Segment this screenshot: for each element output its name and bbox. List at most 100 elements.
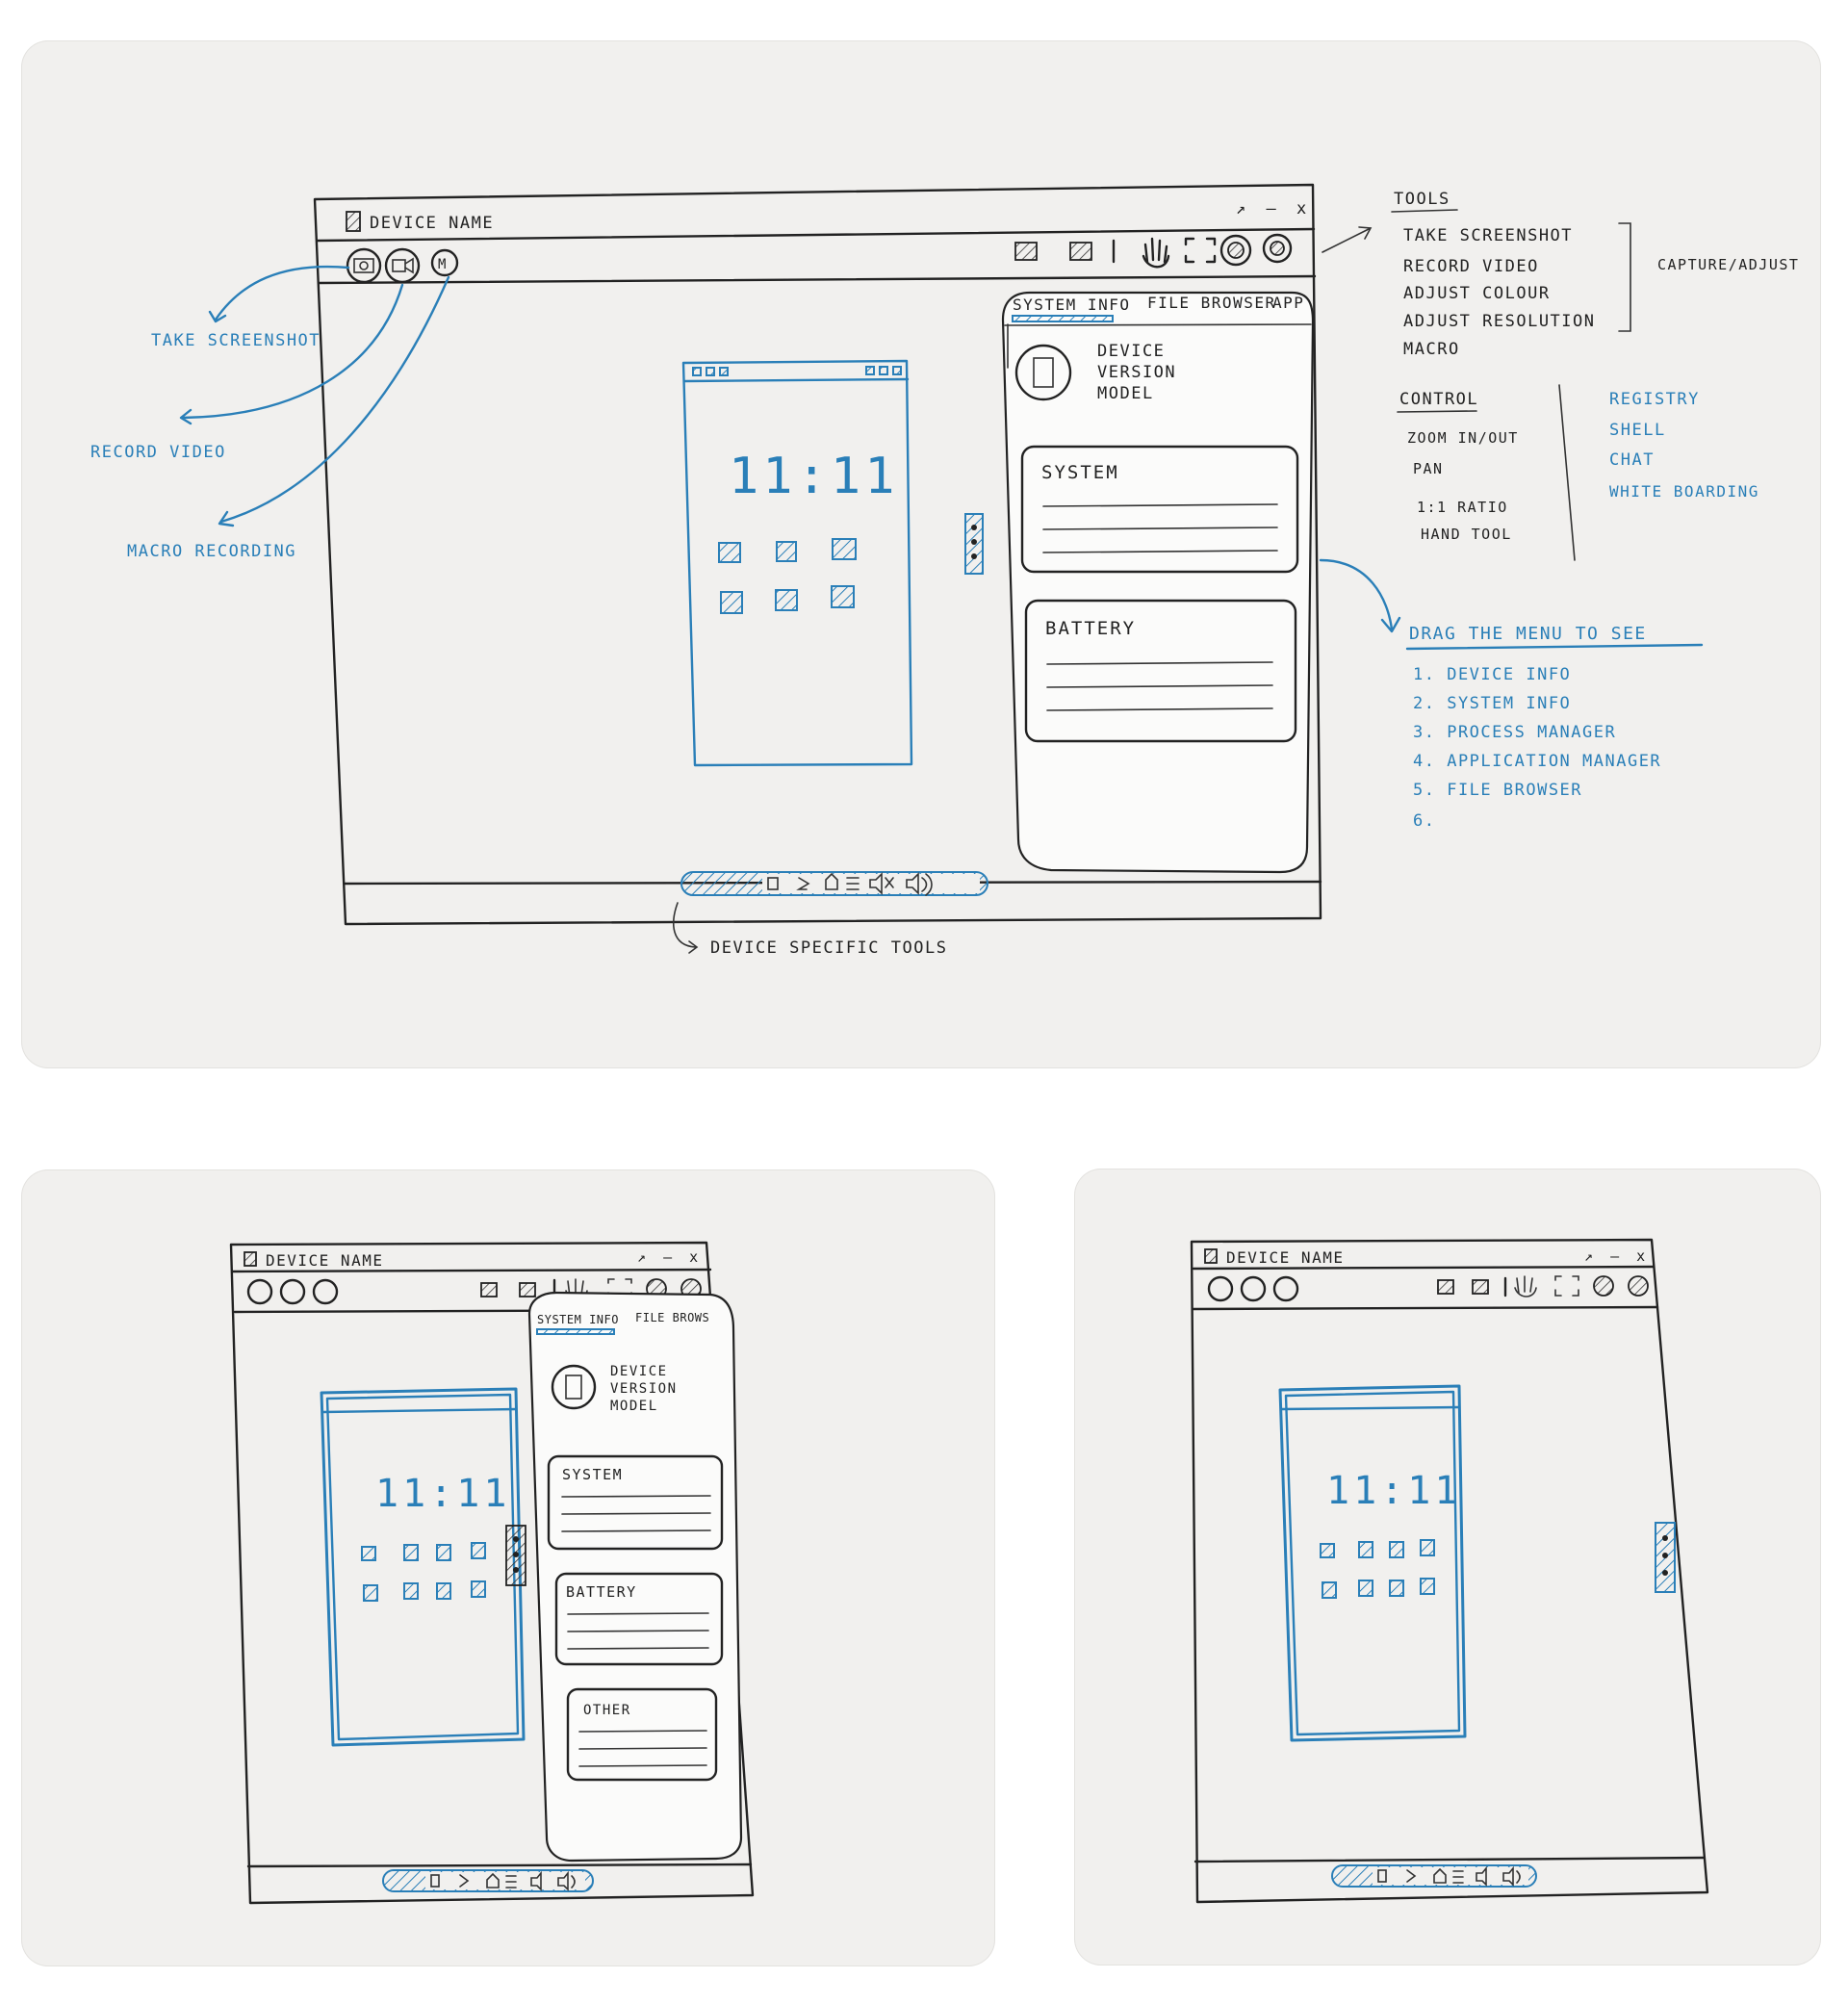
tab-file-browser[interactable]: FILE BROWS [635, 1311, 709, 1324]
hand-tool-icon[interactable] [1514, 1275, 1537, 1297]
device-specific-tools-bar[interactable] [1331, 1864, 1537, 1888]
app-icon[interactable] [775, 589, 798, 611]
app-icon[interactable] [776, 541, 797, 562]
app-icon[interactable] [1320, 1543, 1335, 1558]
device-avatar [1014, 344, 1072, 401]
screenshot-button[interactable] [346, 247, 382, 284]
system-card[interactable]: SYSTEM [1020, 445, 1299, 574]
window-title: DEVICE NAME [1226, 1248, 1344, 1267]
panel-drag-handle[interactable] [964, 513, 984, 575]
battery-card[interactable]: BATTERY [1024, 599, 1297, 743]
app-icon[interactable] [1358, 1580, 1373, 1597]
panel-drag-handle[interactable] [505, 1525, 526, 1586]
control-item: PAN [1413, 460, 1444, 477]
app-icon[interactable] [436, 1544, 451, 1561]
rotate-icon [1406, 1869, 1417, 1883]
maximize-icon: ↗ [637, 1248, 648, 1266]
drag-item: 4. APPLICATION MANAGER [1413, 752, 1661, 771]
adjust-colour-icon[interactable] [1437, 1279, 1454, 1295]
app-icon[interactable] [403, 1544, 419, 1561]
phone-clock: 11:11 [1326, 1469, 1461, 1513]
app-icon[interactable] [1420, 1578, 1435, 1595]
sketch-photo-top: DEVICE NAME ↗ – x M [21, 40, 1821, 1068]
app-icon[interactable] [1389, 1580, 1404, 1597]
record-video-button[interactable] [384, 247, 421, 284]
tool-item: ADJUST COLOUR [1403, 284, 1551, 303]
window-frame [1190, 1238, 1709, 1904]
window-title: DEVICE NAME [266, 1251, 383, 1270]
app-icon[interactable] [1322, 1581, 1337, 1599]
app-icon[interactable] [471, 1542, 486, 1559]
sketch-photo-bottom-left: DEVICE NAME ↗ – x 11:11 SYSTEM INFO FILE… [21, 1169, 995, 1966]
adjust-resolution-icon[interactable] [1472, 1279, 1489, 1295]
app-icon[interactable] [403, 1582, 419, 1600]
app-icon[interactable] [363, 1584, 378, 1602]
system-card[interactable]: SYSTEM [547, 1454, 724, 1551]
battery-card[interactable]: BATTERY [554, 1572, 724, 1666]
volume-icon [1502, 1865, 1521, 1887]
settings-icon[interactable] [1628, 1275, 1649, 1297]
app-icon[interactable] [1420, 1539, 1435, 1556]
window-controls[interactable]: ↗ – x [1584, 1247, 1647, 1265]
record-video-button[interactable] [1240, 1275, 1267, 1302]
adjust-colour-icon[interactable] [1014, 242, 1038, 261]
app-icon[interactable] [718, 542, 741, 563]
volume-icon [557, 1870, 576, 1891]
screenshot-button[interactable] [1207, 1275, 1234, 1302]
window-controls[interactable]: ↗ – x [637, 1248, 700, 1266]
device-specific-tools-bar[interactable] [680, 871, 988, 896]
extra-item: REGISTRY [1609, 390, 1700, 409]
tool-item: ADJUST RESOLUTION [1403, 312, 1596, 331]
app-icon[interactable] [720, 591, 743, 614]
hand-tool-icon[interactable] [565, 1278, 588, 1300]
svg-text:OTHER: OTHER [583, 1703, 631, 1718]
zoom-icon[interactable] [1593, 1275, 1614, 1297]
annotation-arrow [1319, 558, 1401, 633]
device-info-line: MODEL [610, 1399, 658, 1414]
tab-system-info[interactable]: SYSTEM INFO [1013, 295, 1130, 314]
app-icon[interactable] [471, 1580, 486, 1598]
fullscreen-icon[interactable] [607, 1278, 632, 1299]
svg-text:SYSTEM: SYSTEM [562, 1466, 623, 1483]
screenshot-button[interactable] [246, 1278, 273, 1305]
app-icon[interactable] [1358, 1541, 1373, 1558]
record-video-button[interactable] [279, 1278, 306, 1305]
tab-app[interactable]: APP [1272, 294, 1304, 312]
app-icon[interactable] [436, 1582, 451, 1600]
control-item: 1:1 RATIO [1417, 499, 1508, 516]
home-icon [486, 1872, 500, 1888]
macro-button[interactable]: M [430, 248, 459, 277]
info-panel [527, 1291, 743, 1863]
adjust-colour-icon[interactable] [480, 1282, 498, 1297]
window-controls[interactable]: ↗ – x [1236, 199, 1308, 218]
other-card[interactable]: OTHER [566, 1687, 718, 1782]
window-frame [229, 1241, 755, 1905]
adjust-resolution-icon[interactable] [519, 1282, 536, 1297]
tool-item: RECORD VIDEO [1403, 257, 1539, 276]
zoom-icon[interactable] [1219, 234, 1252, 267]
tab-file-browser[interactable]: FILE BROWSER [1147, 294, 1276, 312]
sketch-photo-bottom-right: DEVICE NAME ↗ – x 11:11 [1074, 1169, 1821, 1965]
macro-button[interactable] [1272, 1275, 1299, 1302]
device-icon [244, 1251, 257, 1267]
maximize-icon: ↗ [1584, 1247, 1595, 1265]
app-icon[interactable] [1389, 1541, 1404, 1558]
app-icon[interactable] [832, 538, 857, 560]
settings-icon[interactable] [1262, 233, 1293, 264]
hand-tool-icon[interactable] [1142, 237, 1170, 269]
macro-button[interactable] [312, 1278, 339, 1305]
device-specific-tools-bar[interactable] [382, 1869, 594, 1892]
device-screen[interactable]: 11:11 [681, 359, 913, 767]
fullscreen-icon[interactable] [1554, 1275, 1579, 1297]
app-icon[interactable] [831, 585, 855, 608]
device-screen[interactable]: 11:11 [1278, 1384, 1467, 1742]
adjust-resolution-icon[interactable] [1069, 242, 1092, 261]
panel-drag-handle[interactable] [1655, 1522, 1676, 1593]
window-title: DEVICE NAME [370, 214, 494, 233]
annotation-arrow [218, 275, 450, 527]
fullscreen-icon[interactable] [1184, 237, 1217, 264]
tab-system-info[interactable]: SYSTEM INFO [537, 1313, 619, 1326]
annotation-arrow [208, 265, 350, 323]
app-icon[interactable] [361, 1546, 376, 1561]
device-screen[interactable]: 11:11 [320, 1387, 526, 1747]
